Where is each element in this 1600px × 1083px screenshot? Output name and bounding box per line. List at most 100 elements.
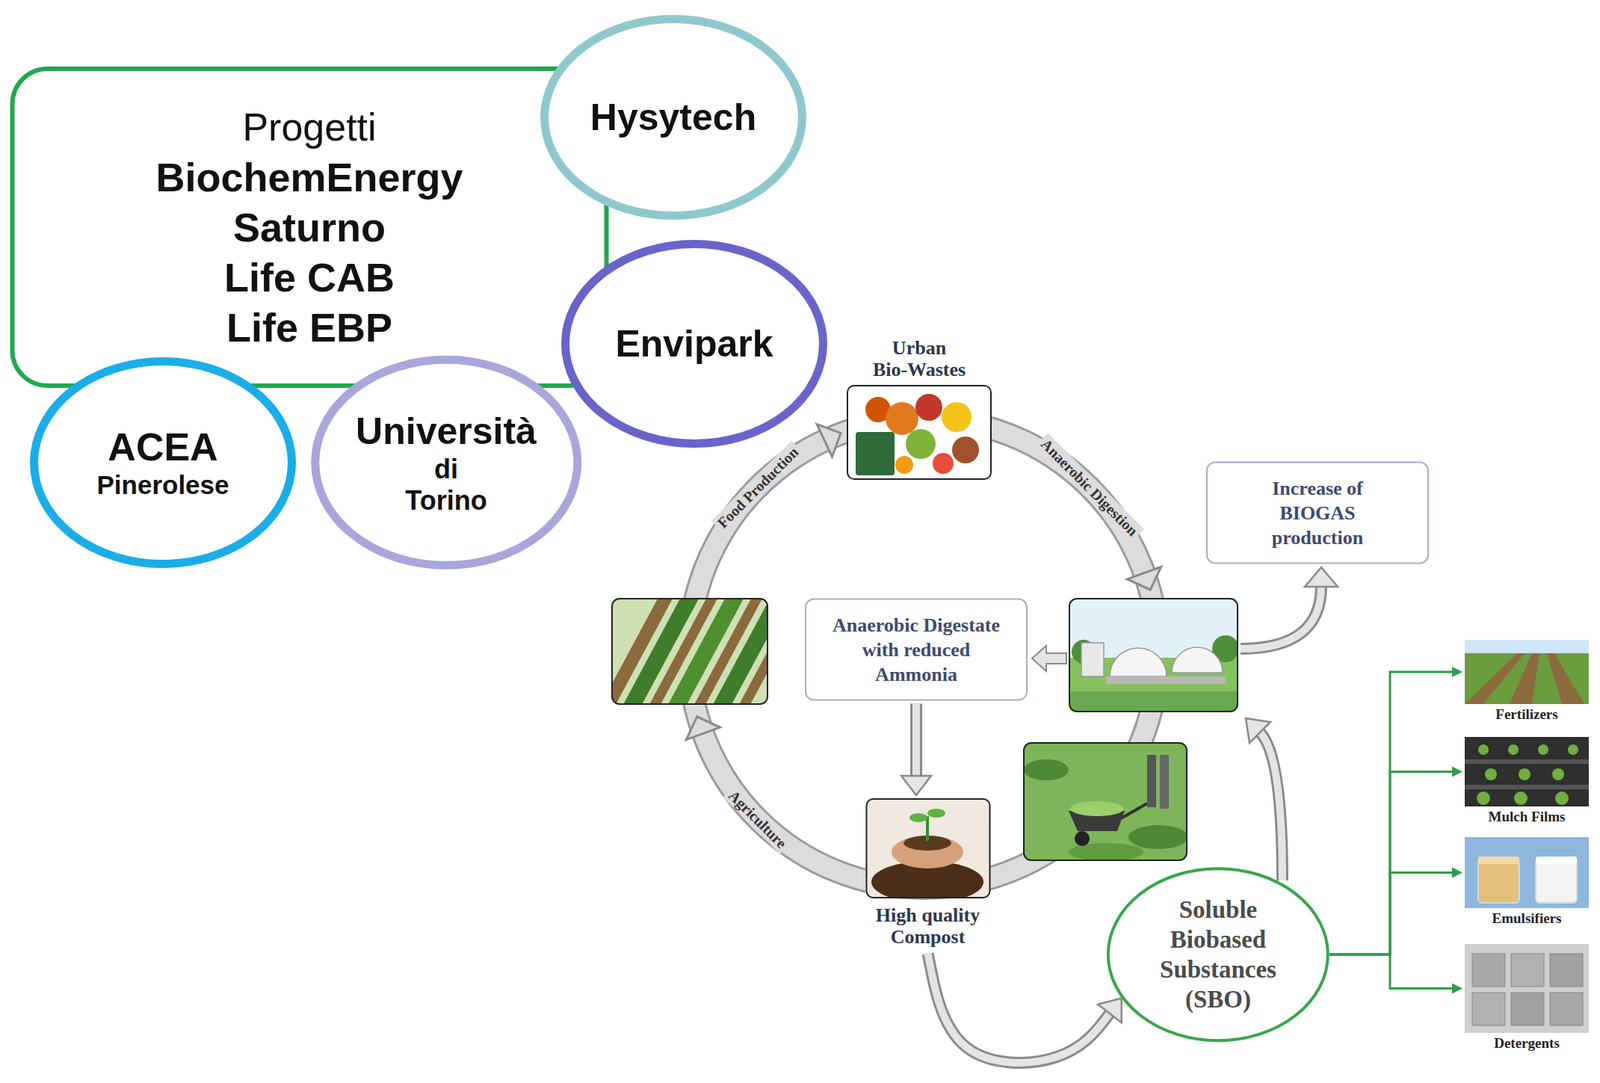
mulch-film-picture [1464,736,1589,807]
node-title: Mulch Films [1488,808,1566,826]
flow-arrow [901,703,932,796]
biogas-plant-picture-part-part [1069,691,1238,712]
ellipse-shape [34,361,293,565]
grass-picture-part [1023,742,1187,861]
arrow-head [1097,997,1122,1023]
ellipse-shape [315,359,578,565]
process-arrow-part [1032,645,1067,672]
compost-picture [865,798,991,903]
arrow-head [901,775,932,796]
arrow-head [1452,766,1463,778]
ellipse-shape [1108,868,1328,1041]
arrow-body [912,703,920,777]
text-line: BIOGAS [1271,500,1364,526]
flow-arrow [1329,666,1463,955]
cycle-label: Food Production [711,440,805,534]
arrow-line [1329,771,1453,956]
picture-node: High quality Compost [865,798,991,948]
arrow-line [1329,954,1453,989]
cycle-ring-part [686,716,720,740]
emulsifier-picture-part-part [1478,856,1520,864]
detergent-picture-part-part [1464,943,1589,1033]
node-title: Università [355,408,537,454]
detergent-picture-part-part [1549,992,1583,1026]
field-picture-part [612,598,768,704]
product-node: Fertilizers [1464,639,1589,723]
picture-node: Urban Bio-Wastes [846,337,992,480]
biogas-plant-picture-part [1069,598,1238,712]
fertilizer-picture [1464,639,1589,704]
biogas-plant-picture-part-part [1069,598,1238,712]
emulsifier-picture-part-part [1478,859,1520,903]
text-line: BiochemEnergy [155,152,463,203]
sbo-ellipse: Soluble Biobased Substances (SBO) [1106,866,1330,1042]
process-arrow-part [1240,585,1322,649]
fertilizer-picture-part-part [1464,639,1589,704]
grass-picture-part-part [1074,831,1090,846]
process-arrow-part [1259,732,1283,881]
detergent-picture [1464,943,1589,1033]
mulch-film-picture-part-part [1464,784,1589,790]
arrow-line [1329,671,1453,955]
text-line: production [1271,525,1364,551]
grass-picture-part-part [1159,754,1169,809]
product-node: Detergents [1464,943,1589,1052]
arrow-head [1452,666,1463,678]
product-node: Mulch Films [1464,736,1589,826]
bio-waste-picture-part-part [895,455,914,474]
detergent-picture-part-part [1472,992,1506,1026]
picture-frame [1464,736,1589,807]
flow-arrow [928,953,1122,1063]
biogas-plant-picture-part-part [1171,647,1223,673]
product-node: Emulsifiers [1464,836,1589,927]
field-picture-part [612,598,768,704]
compost-picture-part-part [909,813,928,823]
bio-waste-picture-part-part [952,436,979,464]
mulch-film-picture-part-part [1478,744,1489,755]
bio-waste-picture [846,384,992,480]
text-line: Life EBP [155,302,463,353]
text-line: Compost [875,925,980,948]
emulsifier-picture-part-part [1535,856,1577,864]
bio-waste-picture-part-part [941,402,972,432]
node-subtitle: di Torino [405,453,487,517]
process-arrow-part [1245,718,1271,743]
detergent-picture-part-part [1472,953,1506,987]
grass-picture-part-part [1120,803,1148,819]
mulch-film-picture-part-part [1514,791,1528,805]
text-line: (SBO) [1159,984,1277,1015]
cycle-label: Agriculture [722,783,793,854]
fertilizer-picture-part [1464,639,1589,704]
flow-arrow [1329,766,1463,956]
detergent-picture-part [1464,943,1589,1033]
cycle-ring [686,418,1161,888]
biogas-plant-picture [1069,598,1240,712]
partner-ellipse: Universitàdi Torino [310,355,582,570]
text-line: Substances [1159,954,1277,985]
partner-ellipse: Envipark [561,239,828,448]
biogas-plant-picture-part [1069,598,1238,712]
compost-picture-part-part [927,808,946,818]
bio-waste-picture-part-part [932,452,954,474]
field-picture-part-part [736,598,768,704]
compost-picture-part [865,798,991,899]
partner-ellipse: Hysytech [540,14,807,220]
mulch-film-picture-part-part [1464,736,1589,807]
cycle-ring-part [1127,566,1162,590]
arrow-head [1452,983,1463,994]
fertilizer-picture-part-part [1464,639,1589,654]
detergent-picture-part-part [1511,992,1544,1026]
field-picture [597,598,808,710]
mulch-film-picture-part-part [1555,791,1569,805]
ellipse-shape [565,244,824,444]
bio-waste-picture-part-part [885,402,919,435]
grass-picture-part-part [1147,754,1157,808]
node-title: Anaerobic Digestate with reduced Ammonia [832,612,1000,687]
compost-picture-part-part [925,816,929,841]
grass-picture [1023,742,1189,861]
arrow-body [928,953,1110,1063]
process-arrow [1032,567,1338,881]
text-line: Increase of [1271,476,1364,501]
projects-box: ProgettiBiochemEnergy Saturno Life CAB L… [10,66,610,388]
